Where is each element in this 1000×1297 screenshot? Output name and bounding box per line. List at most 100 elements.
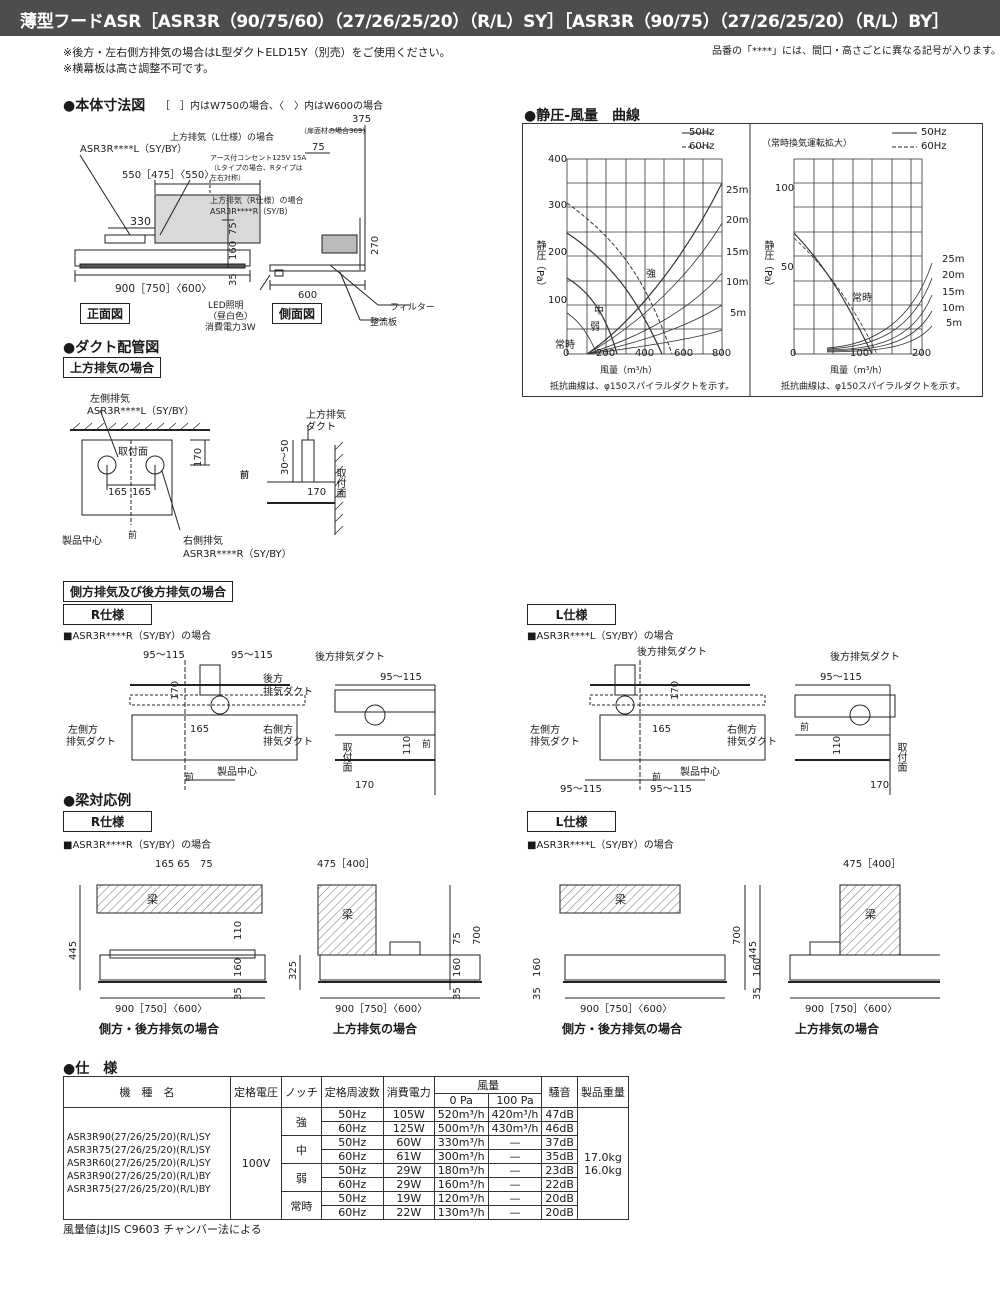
- p0-cell: 130m³/h: [433, 1205, 489, 1220]
- p100-cell: —: [487, 1163, 543, 1178]
- xtick-600: 600: [674, 348, 694, 359]
- svg-text:フィルター: フィルター: [390, 302, 435, 313]
- l-dim-95115-left: 95〜115: [560, 784, 602, 795]
- r-rear-duct-2: 排気ダクト: [263, 687, 313, 698]
- notch-cell: 中: [281, 1135, 322, 1164]
- freq-cell: 60Hz: [320, 1121, 384, 1136]
- xtick-r-200: 200: [912, 348, 932, 359]
- noise-cell: 47dB: [541, 1107, 578, 1122]
- th-freq: 定格周波数: [320, 1076, 384, 1108]
- table-row: 常時 50Hz 19W 120m³/h — 20dB: [64, 1191, 629, 1220]
- p100-cell: —: [487, 1149, 543, 1164]
- ytick-300: 300: [548, 200, 568, 211]
- ytick-r-100: 100: [775, 183, 795, 194]
- p0-cell: 500m³/h: [433, 1121, 489, 1136]
- svg-text:700: 700: [472, 926, 483, 945]
- model-name: ASR3R75(27/26/25/20)(R/L)BY: [67, 1184, 211, 1195]
- svg-text:取付面: 取付面: [118, 445, 148, 458]
- beam-475-left: 475［400］: [317, 859, 376, 870]
- side-exhaust-drawings: 170 165 110 170 前 前 170 165 110 170 前 前: [129, 660, 896, 795]
- svg-text:110: 110: [832, 736, 843, 755]
- svg-text:160: 160: [532, 958, 543, 977]
- table-row: 中 50Hz 60W 330m³/h — 37dB: [64, 1135, 629, 1164]
- legend-60hz: 60Hz: [689, 141, 715, 152]
- svg-text:アース付コンセント125V 15A: アース付コンセント125V 15A: [210, 153, 307, 162]
- mount-face-vertical: 取付面: [334, 468, 345, 498]
- noise-cell: 20dB: [541, 1191, 578, 1206]
- beam-dims-top: 165 65 75: [155, 859, 213, 870]
- svg-text:上方排気（R仕様）の場合: 上方排気（R仕様）の場合: [210, 195, 304, 205]
- beam-r-case: ■ASR3R****R（SY/BY）の場合: [63, 840, 212, 851]
- beam-cap-top-r: 上方排気の場合: [333, 1022, 418, 1036]
- duct-r-5m: 5m: [946, 318, 963, 329]
- svg-text:170: 170: [193, 448, 204, 467]
- svg-text:170: 170: [307, 487, 326, 498]
- xtick-200: 200: [596, 348, 616, 359]
- duct-r-15m: 15m: [942, 287, 965, 298]
- notch-cell: 常時: [281, 1191, 322, 1220]
- svg-text:110: 110: [402, 736, 413, 755]
- svg-text:上方排気（L仕様）の場合: 上方排気（L仕様）の場合: [170, 131, 274, 143]
- x-axis-label-right: 風量（m³/h）: [830, 366, 888, 376]
- right-chart-title: （常時換気運転拡大）: [762, 139, 853, 149]
- weight-cell: 17.0kg 16.0kg: [576, 1107, 629, 1220]
- p0-cell: 120m³/h: [433, 1191, 489, 1206]
- voltage-cell: 100V: [230, 1107, 282, 1220]
- ytick-200: 200: [548, 247, 568, 258]
- legend-50hz: 50Hz: [689, 127, 715, 138]
- model-name: ASR3R75(27/26/25/20)(R/L)SY: [67, 1145, 211, 1156]
- beam-900-4: 900［750］〈600〉: [805, 1004, 898, 1015]
- svg-text:160: 160: [752, 958, 763, 977]
- r-side-rear-duct: 後方排気ダクト: [315, 652, 385, 663]
- beam-r-spec-label: R仕様: [63, 811, 152, 832]
- model-list: ASR3R90(27/26/25/20)(R/L)SY ASR3R75(27/2…: [63, 1107, 231, 1220]
- svg-text:（昼白色）: （昼白色）: [208, 310, 253, 322]
- duct-r-10m: 10m: [942, 303, 965, 314]
- l-spec-label: L仕様: [527, 604, 616, 625]
- y-axis-label: 静圧（Pa）: [534, 240, 545, 292]
- svg-text:（扉面材の場合369）: （扉面材の場合369）: [300, 126, 369, 135]
- duct-heading: ●ダクト配管図: [63, 340, 160, 356]
- svg-text:梁: 梁: [342, 907, 353, 921]
- svg-text:165: 165: [132, 487, 151, 498]
- r-product-center: 製品中心: [217, 767, 257, 778]
- svg-text:前: 前: [185, 771, 194, 783]
- legend-60hz-right: 60Hz: [921, 141, 947, 152]
- svg-text:前: 前: [422, 738, 431, 750]
- spec-table: 機 種 名 定格電圧 ノッチ 定格周波数 消費電力 風量 騒音 製品重量 0 P…: [63, 1076, 629, 1220]
- svg-text:梁: 梁: [865, 907, 876, 921]
- beam-900-3: 900［750］〈600〉: [580, 1004, 673, 1015]
- level-strong: 強: [646, 269, 656, 280]
- svg-text:165: 165: [652, 724, 671, 735]
- svg-text:35: 35: [228, 273, 239, 286]
- svg-text:700: 700: [732, 926, 743, 945]
- th-power: 消費電力: [382, 1076, 435, 1108]
- freq-cell: 50Hz: [320, 1107, 384, 1122]
- svg-text:445: 445: [748, 941, 759, 960]
- p100-cell: 420m³/h: [487, 1107, 543, 1122]
- noise-cell: 35dB: [541, 1149, 578, 1164]
- notch-cell: 強: [281, 1107, 322, 1136]
- noise-cell: 22dB: [541, 1177, 578, 1192]
- duct-r-20m: 20m: [942, 270, 965, 281]
- level-always-right: 常時: [852, 293, 872, 304]
- dimensions-heading: ●本体寸法図: [63, 98, 146, 114]
- svg-text:前: 前: [800, 721, 809, 733]
- p100-cell: —: [487, 1177, 543, 1192]
- power-cell: 105W: [382, 1107, 435, 1122]
- p0-cell: 180m³/h: [433, 1163, 489, 1178]
- power-cell: 22W: [382, 1205, 435, 1220]
- svg-text:900［750］〈600〉: 900［750］〈600〉: [115, 283, 212, 295]
- l-rear-duct-top: 後方排気ダクト: [637, 647, 707, 658]
- p100-cell: —: [487, 1205, 543, 1220]
- freq-cell: 50Hz: [320, 1163, 384, 1178]
- xtick-r-100: 100: [850, 348, 870, 359]
- l-left-side-duct-2: 排気ダクト: [530, 737, 580, 748]
- l-dim-95115-right: 95〜115: [650, 784, 692, 795]
- title-bar: 薄型フードASR［ASR3R（90/75/60）（27/26/25/20）（R/…: [0, 0, 1000, 36]
- beam-900-1: 900［750］〈600〉: [115, 1004, 208, 1015]
- svg-text:160: 160: [233, 958, 244, 977]
- ytick-400: 400: [548, 154, 568, 165]
- beam-cap-side-r: 側方・後方排気の場合: [99, 1022, 220, 1036]
